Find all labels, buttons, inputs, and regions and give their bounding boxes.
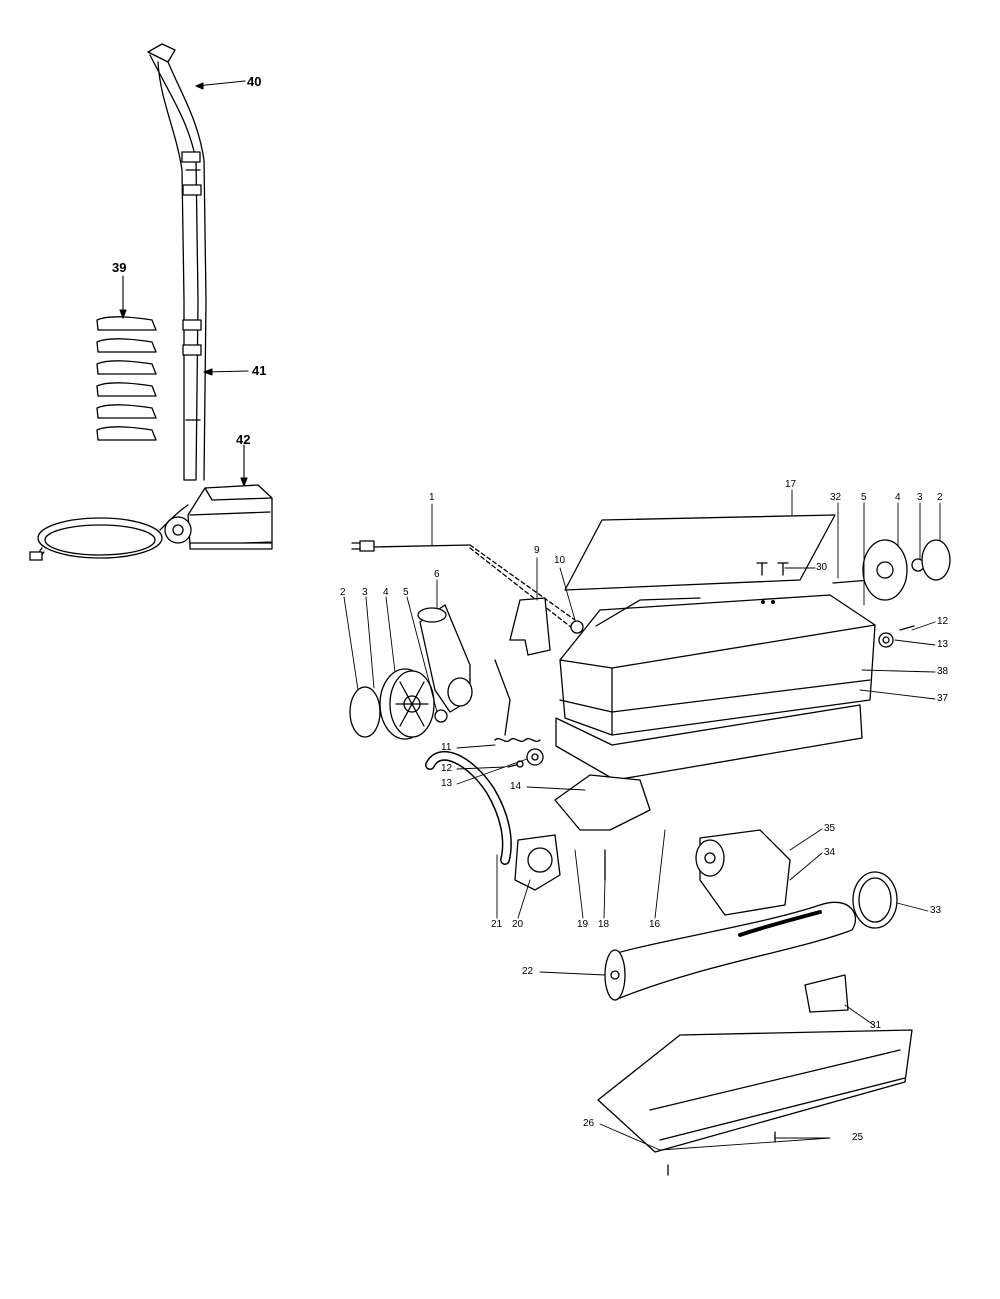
callout-41: 41 — [252, 363, 267, 378]
callout-17: 17 — [785, 479, 797, 490]
callout-21: 21 — [491, 919, 503, 930]
callout-2-left: 2 — [340, 587, 346, 598]
callout-2-right: 2 — [937, 492, 943, 503]
leader-lines-right — [344, 490, 940, 1150]
callout-13-left: 13 — [441, 778, 453, 789]
bottom-plate-part — [598, 1030, 912, 1175]
callout-35: 35 — [824, 823, 836, 834]
callout-18: 18 — [598, 919, 610, 930]
hood-housing — [556, 595, 875, 780]
callout-12-left: 12 — [441, 763, 453, 774]
callout-16: 16 — [649, 919, 661, 930]
callout-1: 1 — [429, 492, 435, 503]
callout-22: 22 — [522, 966, 534, 977]
callout-30: 30 — [816, 562, 828, 573]
callout-19: 19 — [577, 919, 589, 930]
callout-42: 42 — [236, 432, 251, 447]
cord-plug-part — [352, 541, 575, 628]
callout-33: 33 — [930, 905, 942, 916]
bag-clip-stack — [97, 317, 156, 440]
callout-6: 6 — [434, 569, 440, 580]
motor-part — [696, 830, 790, 915]
leader-lines-left — [120, 81, 248, 486]
spring-part — [495, 739, 540, 742]
callout-40: 40 — [247, 74, 262, 89]
callout-11: 11 — [441, 742, 452, 753]
callout-9: 9 — [534, 545, 540, 556]
callout-3-right: 3 — [917, 492, 923, 503]
callout-38: 38 — [937, 666, 949, 677]
belt-ring-part — [853, 872, 897, 928]
callout-31: 31 — [870, 1020, 882, 1031]
left-wheel-parts — [350, 669, 447, 739]
top-plate-panel — [565, 515, 835, 590]
callout-5-right: 5 — [861, 492, 867, 503]
right-wheel-parts — [833, 540, 950, 647]
callout-13-right: 13 — [937, 639, 949, 650]
callout-26: 26 — [583, 1118, 595, 1129]
brush-bracket-part — [805, 975, 848, 1012]
bracket-part — [510, 598, 550, 655]
brush-roll-part — [605, 902, 855, 1000]
callout-12-right: 12 — [937, 616, 949, 627]
callout-32: 32 — [830, 492, 842, 503]
callout-37: 37 — [937, 693, 949, 704]
callout-34: 34 — [824, 847, 836, 858]
callout-20: 20 — [512, 919, 524, 930]
callout-4-left: 4 — [383, 587, 389, 598]
callout-25: 25 — [852, 1132, 864, 1143]
callout-3-left: 3 — [362, 587, 368, 598]
callout-5-left: 5 — [403, 587, 409, 598]
callout-4-right: 4 — [895, 492, 901, 503]
hose-elbow-part — [418, 605, 472, 712]
bellcrank-part — [555, 775, 650, 830]
callout-14: 14 — [510, 781, 522, 792]
vacuum-assembled-illustration — [30, 44, 272, 560]
callout-39: 39 — [112, 260, 127, 275]
callout-10: 10 — [554, 555, 566, 566]
hose-part — [430, 756, 560, 890]
